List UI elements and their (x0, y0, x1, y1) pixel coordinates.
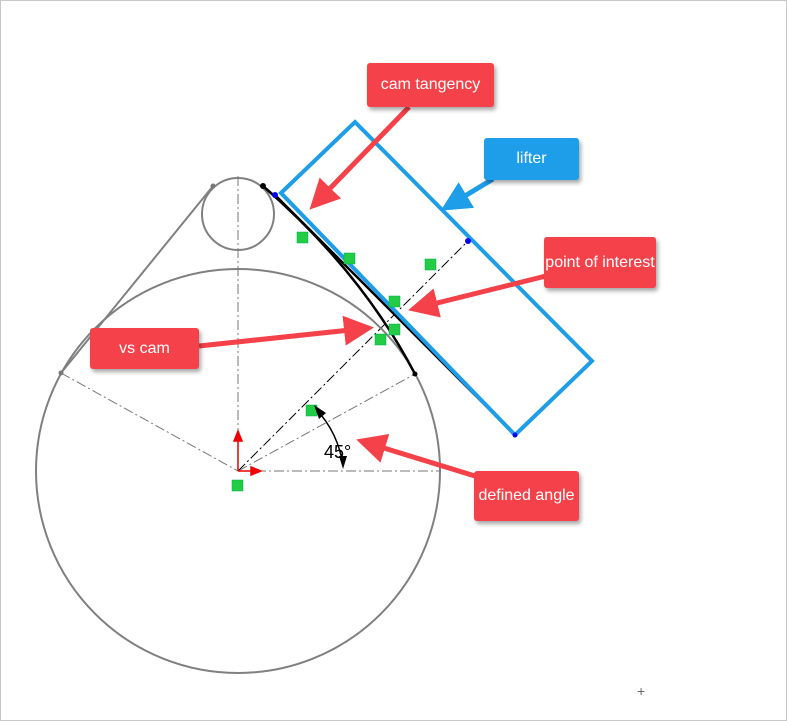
right-flank-arc (262, 185, 417, 375)
left-construction-line (60, 372, 239, 472)
cam-tangency-callout: cam tangency (367, 63, 494, 107)
point-of-interest-callout: point of interest (544, 237, 656, 288)
nose-circle (201, 177, 275, 251)
left-flank (60, 185, 214, 374)
right-construction-line (237, 373, 416, 472)
svg-text:+: + (637, 683, 645, 699)
lifter-rectangle[interactable] (278, 119, 595, 438)
lifter-callout: lifter (484, 138, 579, 180)
defined-angle-callout: defined angle (474, 471, 579, 521)
vs-cam-callout: vs cam (90, 328, 199, 369)
base-circle (35, 268, 441, 674)
origin-icon (232, 428, 264, 477)
angle-centerline (237, 240, 469, 472)
relation-icons (231, 231, 437, 492)
angle-dimension-label[interactable]: 45° (324, 442, 352, 462)
